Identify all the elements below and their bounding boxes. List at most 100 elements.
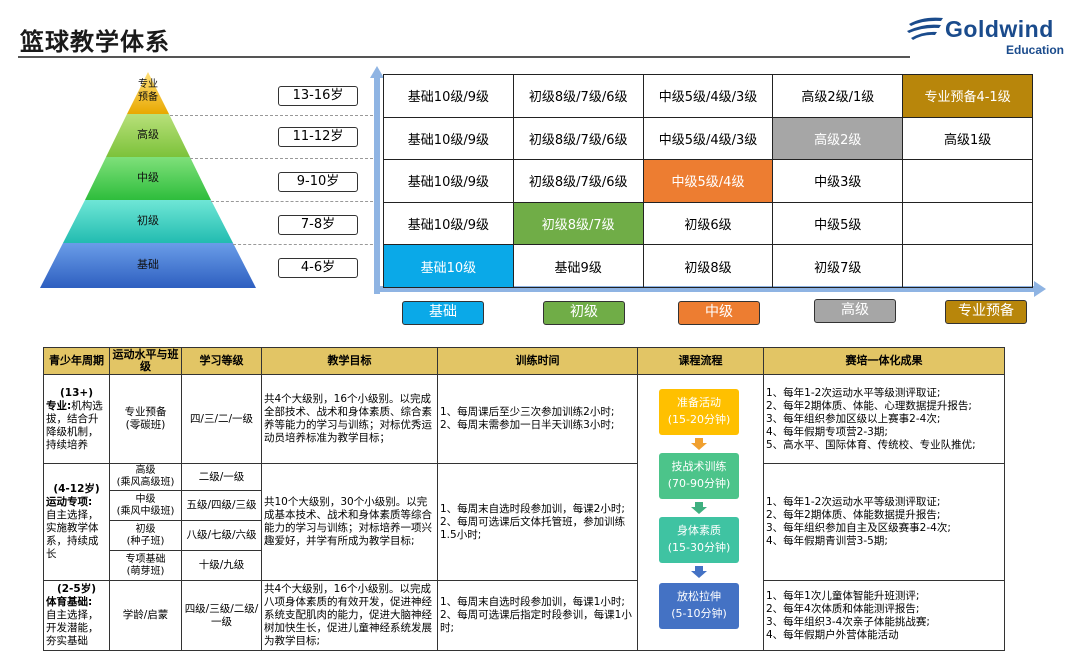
time-cell: 1、每周课后至少三次参加训练2小时; 2、每周末需参加一日半天训练3小时;: [437, 374, 638, 464]
grid-cell: 初级8级/7级/6级: [512, 74, 644, 118]
legend-pro: 专业预备: [945, 300, 1027, 324]
flow-step-duration: (70-90分钟): [667, 477, 731, 490]
table-row: (13+) 专业:机构选拔，结合升降级机制，持续培养 专业预备 (零碳班) 四/…: [43, 374, 1005, 651]
goldwind-logo: Goldwind Education: [905, 14, 1075, 58]
class-cell: 初级 (种子班): [109, 520, 182, 551]
pyramid-divider: [211, 201, 378, 202]
flow-step-duration: (15-20分钟): [667, 413, 731, 426]
legend-advanced: 高级: [814, 299, 896, 323]
grid-cell: [902, 244, 1033, 288]
grid-cell: 初级8级: [642, 244, 774, 288]
grid-cell-highlight: 基础10级: [383, 244, 514, 288]
period-title: 运动专项:: [46, 496, 93, 508]
grid-cell: 基础9级: [512, 244, 644, 288]
grid-cell: 中级5级/4级/3级: [642, 74, 774, 118]
pyramid-tier-beginner: [63, 200, 233, 243]
flow-step-fitness: 身体素质 (15-30分钟): [659, 517, 739, 563]
grade-cell: 四/三/二/一级: [181, 374, 262, 464]
grid-cell-highlight: 专业预备4-1级: [902, 74, 1033, 118]
class-cell: 专项基础 (萌芽班): [109, 550, 182, 581]
grid-cell: [902, 159, 1033, 203]
class-cell: 高级 (乘风高级班): [109, 463, 182, 491]
arrow-down-icon: [691, 566, 707, 578]
legend-basic: 基础: [402, 301, 484, 325]
goldwind-swoosh-icon: [907, 17, 943, 40]
period-text: 机构选拔，结合升降级机制，持续培养: [46, 399, 103, 451]
period-age: (13+): [59, 386, 93, 399]
goal-cell: 共4个大级别，16个小级别。以完成八项身体素质的有效开发，促进神经系统支配肌肉的…: [261, 580, 438, 651]
time-cell: 1、每周末自选时段参加训，每课1小时; 2、每周可选课后指定时段参训，每课1小时…: [437, 580, 638, 651]
grade-cell: 五级/四级/三级: [181, 490, 262, 521]
period-age: (4-12岁): [53, 483, 100, 495]
grid-cell: 中级5级: [772, 201, 904, 246]
time-cell: 1、每周末自选时段参加训，每课2小时; 2、每周可选课后文体托管班，参加训练1.…: [437, 463, 638, 581]
flow-step-warmup: 准备活动 (15-20分钟): [659, 389, 739, 435]
grade-cell: 二级/一级: [181, 463, 262, 491]
pyramid-divider: [190, 158, 378, 159]
results-cell: 1、每年1-2次运动水平等级测评取证; 2、每年2期体质、体能数据提升报告; 3…: [763, 463, 1005, 581]
period-text: 自主选择，实施教学体系，持续成长: [46, 509, 99, 560]
title-divider: [18, 56, 910, 58]
grade-cell: 四级/三级/二级/一级: [181, 580, 262, 651]
page-title: 篮球教学体系: [20, 28, 170, 56]
period-cell: (13+) 专业:机构选拔，结合升降级机制，持续培养: [43, 374, 110, 464]
period-title: 专业:: [46, 399, 72, 412]
grid-cell-highlight: 中级5级/4级: [642, 159, 774, 203]
pyramid-tier-advanced: [106, 114, 190, 157]
period-text: 自主选择，开发潜能，夯实基础: [46, 609, 99, 647]
grid-cell-highlight: 初级8级/7级: [512, 201, 644, 246]
period-cell: (2-5岁) 体育基础: 自主选择，开发潜能，夯实基础: [43, 580, 110, 651]
col-header: 教学目标: [261, 347, 438, 375]
grid-cell: 中级3级: [772, 159, 904, 203]
grid-cell: 高级2级/1级: [772, 74, 904, 118]
level-grid: 基础10级/9级 初级8级/7级/6级 中级5级/4级/3级 高级2级/1级 专…: [383, 74, 1033, 288]
period-cell: (4-12岁) 运动专项: 自主选择，实施教学体系，持续成长: [43, 463, 110, 581]
goal-cell: 共4个大级别，16个小级别。以完成全部技术、战术和身体素质、综合素养等能力的学习…: [261, 374, 438, 464]
level-pyramid: [40, 72, 256, 288]
col-header: 青少年周期: [43, 347, 110, 375]
pyramid-divider: [170, 115, 378, 116]
logo-text: Goldwind: [945, 16, 1054, 42]
grid-cell: [902, 201, 1033, 246]
col-header: 训练时间: [437, 347, 638, 375]
pyramid-tier-basic: [40, 243, 256, 288]
pyramid-tier-pro: [127, 72, 169, 114]
grid-cell: 初级7级: [772, 244, 904, 288]
flow-step-duration: (5-10分钟): [671, 607, 727, 620]
pyramid-label-pro: 专业 预备: [138, 79, 158, 103]
flow-step-label: 准备活动: [677, 396, 721, 409]
legend-intermediate: 中级: [678, 301, 760, 325]
table-row: 初级 (种子班) 八级/七级/六级: [44, 520, 1005, 551]
grid-cell: 基础10级/9级: [383, 201, 514, 246]
curriculum-table: 青少年周期 运动水平与班级 学习等级 教学目标 训练时间 课程流程 赛培一体化成…: [43, 347, 1005, 651]
table-row: (4-12岁) 运动专项: 自主选择，实施教学体系，持续成长 高级 (乘风高级班…: [43, 463, 1005, 581]
grade-cell: 八级/七级/六级: [181, 520, 262, 551]
class-cell: 中级 (乘风中级班): [109, 490, 182, 521]
x-axis-arrow: [374, 281, 1046, 297]
age-label: 13-16岁: [278, 86, 358, 106]
grid-cell: 初级6级: [642, 201, 774, 246]
period-age: (2-5岁): [56, 583, 97, 595]
table-row: (2-5岁) 体育基础: 自主选择，开发潜能，夯实基础 学龄/启蒙 四级/三级/…: [43, 580, 1005, 651]
table-row: 中级 (乘风中级班) 五级/四级/三级: [44, 490, 1005, 521]
results-cell: 1、每年1-2次运动水平等级测评取证; 2、每年2期体质、体能、心理数据提升报告…: [763, 374, 1005, 464]
class-cell: 学龄/启蒙: [109, 580, 182, 651]
course-flow: 准备活动 (15-20分钟) 技战术训练 (70-90分钟) 身体素质 (15-…: [659, 389, 741, 639]
class-cell: 专业预备 (零碳班): [109, 374, 182, 464]
pyramid-label-advanced: 高级: [137, 128, 159, 141]
logo-subtext: Education: [1006, 43, 1065, 57]
legend-beginner: 初级: [543, 301, 625, 325]
results-cell: 1、每年1次儿童体智能升班测评; 2、每年4次体质和体能测评报告; 3、每年组织…: [763, 580, 1005, 651]
pyramid-divider: [233, 244, 378, 245]
flow-step-skills: 技战术训练 (70-90分钟): [659, 453, 739, 499]
period-title: 体育基础:: [46, 596, 93, 608]
age-label: 9-10岁: [278, 172, 358, 192]
arrow-down-icon: [691, 502, 707, 514]
table-row: 专项基础 (萌芽班) 十级/九级: [44, 550, 1005, 581]
col-header: 赛培一体化成果: [763, 347, 1005, 375]
col-header: 学习等级: [181, 347, 262, 375]
grid-cell: 基础10级/9级: [383, 74, 514, 118]
flow-step-stretch: 放松拉伸 (5-10分钟): [659, 583, 739, 629]
grid-cell: 中级5级/4级/3级: [642, 116, 774, 161]
arrow-down-icon: [691, 438, 707, 450]
